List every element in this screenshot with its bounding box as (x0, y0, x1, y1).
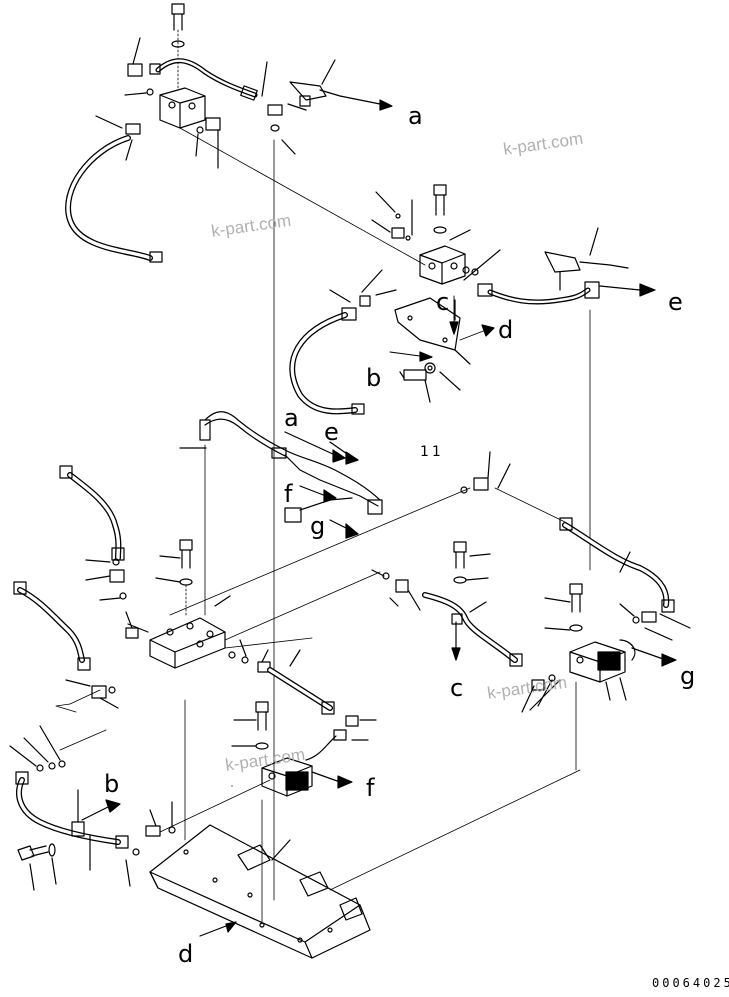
left-valve-block (127, 595, 231, 841)
top-elbow (261, 61, 307, 155)
top-bolt (171, 3, 185, 91)
lower-left-hose (15, 771, 129, 871)
lower-left-small-parts (125, 779, 271, 887)
lower-right-valve-block (521, 639, 677, 771)
center-right-bolt (453, 541, 491, 584)
left-long-hose (65, 115, 163, 263)
right-middle-fitting (460, 451, 566, 523)
base-arrow-d (199, 921, 237, 937)
middle-wire-harness (179, 411, 383, 616)
upper-right-small-parts (371, 191, 501, 403)
label-e-right: e (668, 288, 683, 316)
left-lower-hose (13, 581, 91, 671)
label-d-upper: d (498, 316, 514, 344)
label-b-lower: b (104, 770, 120, 798)
center-straight-hose (267, 649, 335, 715)
drawing-code: 00064025 (652, 976, 729, 990)
part-number-callout: 11 (420, 444, 444, 460)
lower-right-bolt (544, 583, 583, 632)
top-left-fitting (124, 37, 154, 96)
right-long-hose (559, 517, 691, 641)
left-small-fittings (85, 558, 139, 639)
top-sensor (289, 59, 393, 111)
label-a-mid: a (284, 404, 299, 432)
top-valve-block (159, 87, 206, 129)
upper-right-valve-block (419, 245, 466, 285)
lower-center-valve-block (261, 715, 377, 797)
base-mounting-plate (149, 769, 581, 959)
left-lower-fittings (55, 679, 119, 713)
upper-right-hose (462, 266, 591, 305)
lower-center-bolt (231, 701, 269, 750)
label-f-mid: f (284, 480, 293, 508)
top-right-fitting (195, 117, 221, 169)
left-upper-hose (59, 465, 125, 561)
label-b-upper: b (366, 364, 382, 392)
upper-right-bolt (433, 184, 447, 234)
left-bolt (155, 539, 193, 617)
label-c-upper: c (436, 288, 450, 316)
upper-right-sensor (544, 227, 656, 299)
label-d-lower: d (178, 940, 194, 968)
lower-left-bolt (17, 843, 57, 891)
label-g-mid: g (310, 512, 326, 540)
label-g-right: g (680, 662, 696, 690)
lower-left-fittings (9, 725, 107, 772)
label-a-top: a (408, 102, 423, 130)
center-right-hose (371, 569, 523, 667)
center-valve-lines (224, 571, 381, 673)
label-c-lower: c (450, 674, 464, 702)
upper-right-loop-hose (289, 269, 397, 415)
top-hose (149, 58, 258, 101)
label-e-mid: e (324, 418, 339, 446)
label-f-lower: f (366, 774, 375, 802)
